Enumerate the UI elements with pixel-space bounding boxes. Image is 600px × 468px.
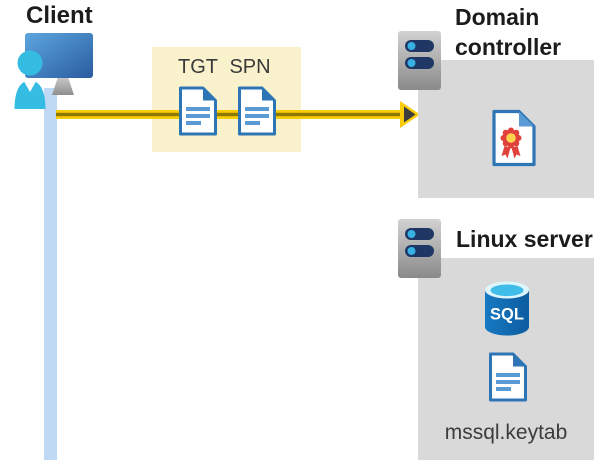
keytab-file-icon <box>489 352 527 402</box>
person-icon <box>14 50 46 109</box>
sql-badge-text: SQL <box>490 306 524 324</box>
spn-label: SPN <box>229 56 271 78</box>
spn-ticket-icon <box>238 86 276 136</box>
domain-controller-server-icon <box>398 31 441 90</box>
tgt-label: TGT <box>178 56 218 78</box>
certificate-icon <box>492 109 536 167</box>
tgt-ticket-icon <box>179 86 217 136</box>
domain-controller-title: Domain controller <box>455 4 562 60</box>
client-title: Client <box>26 2 93 29</box>
auth-request-arrow <box>56 101 420 128</box>
monitor-icon <box>25 33 93 95</box>
linux-server-title: Linux server <box>456 226 593 252</box>
keytab-label: mssql.keytab <box>444 421 568 444</box>
ticket-box <box>152 47 301 152</box>
client-timeline-line <box>44 88 57 460</box>
sql-database-icon: SQL <box>485 281 529 336</box>
client-user-icon <box>14 33 93 109</box>
arrowhead-icon <box>404 106 416 123</box>
linux-server-icon <box>398 219 441 278</box>
